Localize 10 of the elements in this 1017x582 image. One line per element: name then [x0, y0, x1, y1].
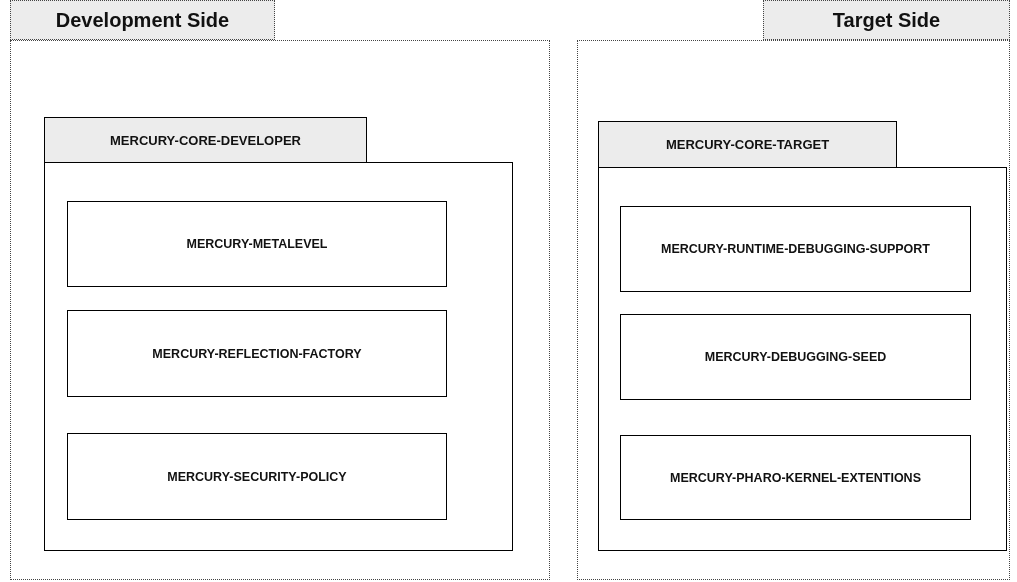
module-box: MERCURY-METALEVEL	[67, 201, 447, 287]
package-tab: Target Side	[763, 0, 1010, 40]
module-box: MERCURY-SECURITY-POLICY	[67, 433, 447, 520]
module-box: MERCURY-DEBUGGING-SEED	[620, 314, 971, 400]
module-box: MERCURY-PHARO-KERNEL-EXTENTIONS	[620, 435, 971, 520]
package-tab: MERCURY-CORE-DEVELOPER	[44, 117, 367, 163]
package-tab: MERCURY-CORE-TARGET	[598, 121, 897, 168]
module-box: MERCURY-REFLECTION-FACTORY	[67, 310, 447, 397]
module-box: MERCURY-RUNTIME-DEBUGGING-SUPPORT	[620, 206, 971, 292]
package-tab: Development Side	[10, 0, 275, 40]
